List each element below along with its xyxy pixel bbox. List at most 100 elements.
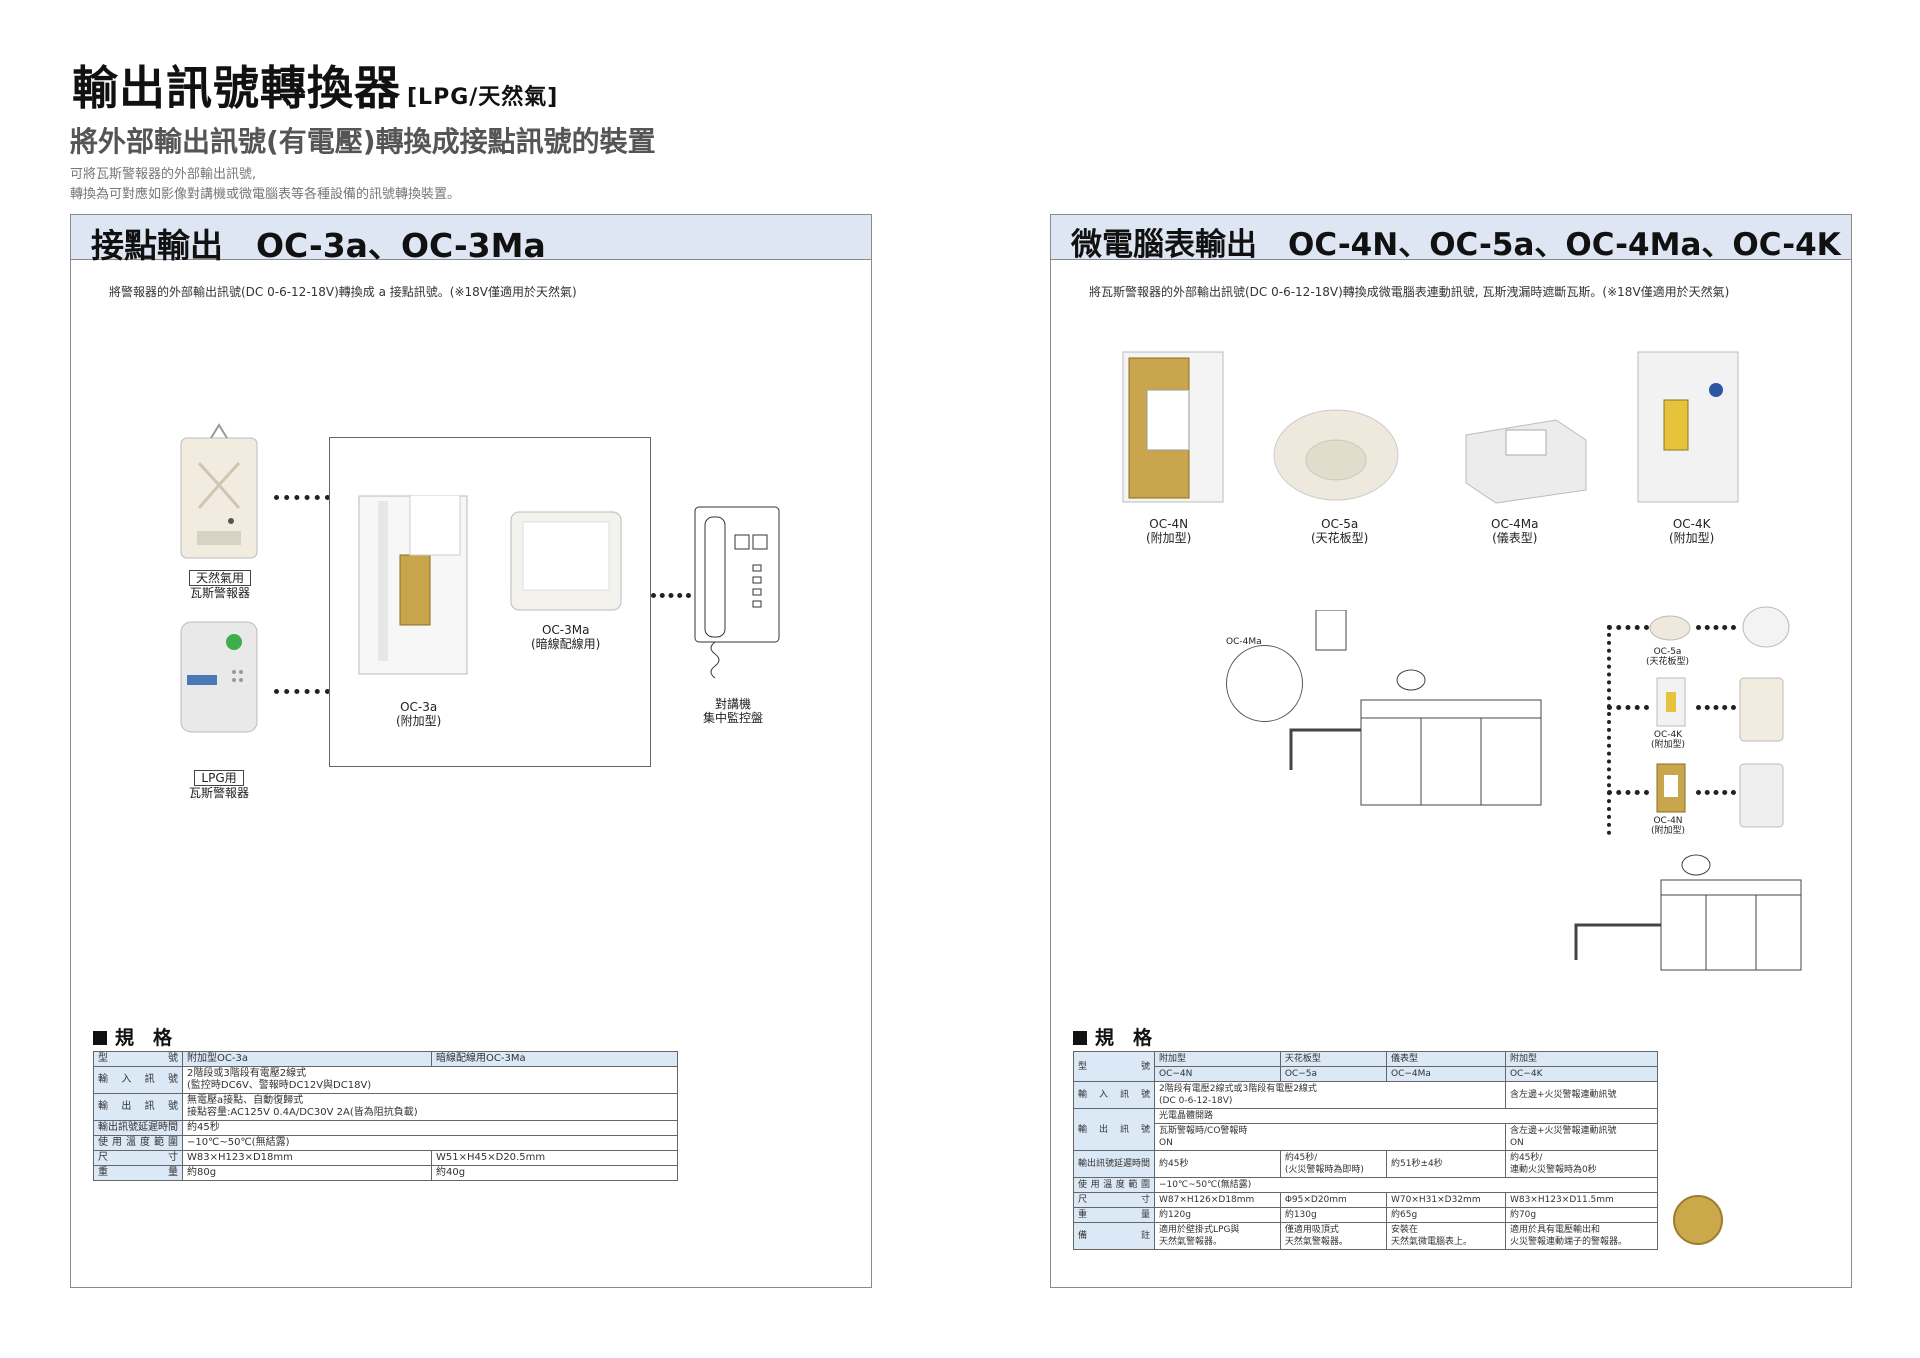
table-cell: −10℃~50℃(無結露) [1154,1177,1658,1193]
table-cell: OC−5a [1279,1066,1388,1082]
left-spec-title-text: 規 格 [115,1027,173,1049]
table-cell: 光電晶體開路 [1154,1108,1658,1124]
gas-alarm-image-1 [1739,677,1784,742]
connection-oc4n [1607,790,1649,795]
oc3a-caption: OC-3a (附加型) [396,700,441,728]
diagram-label-oc4ma: OC-4Ma [1226,637,1262,647]
connection-line-intercom [651,593,691,598]
oc4k-type: (附加型) [1669,531,1715,545]
table-cell: OC−4Ma [1386,1066,1506,1082]
page-title-text: 輸出訊號轉換器 [72,61,401,115]
page-title-tag: [LPG/天然氣] [407,85,559,110]
kitchen-diagram-2 [1574,854,1802,971]
square-bullet-icon [1073,1031,1087,1045]
table-cell: 僅適用吸頂式 天然氣警報器。 [1279,1222,1388,1250]
table-cell: 含左邊+火災警報連動訊號 ON [1504,1123,1659,1151]
table-cell: 天花板型 [1279,1051,1388,1067]
table-cell: 無電壓a接點、自動復歸式 接點容量:AC125V 0.4A/DC30V 2A(皆… [182,1093,678,1121]
table-cell: 約45秒 [1154,1150,1281,1178]
table-cell: 重 量 [1072,1207,1156,1223]
table-cell: 型 號 [1072,1051,1156,1082]
diagram-label-oc4k-type: (附加型) [1651,740,1686,750]
table-row: OC−4N OC−5a OC−4Ma OC−4K [1074,1066,1659,1082]
table-row: 重 量 約80g 約40g [93,1165,678,1181]
table-cell: W87×H126×D18mm [1154,1192,1281,1208]
table-cell: 附加型OC-3a [182,1051,432,1067]
page-subtitle: 將外部輸出訊號(有電壓)轉換成接點訊號的裝置 [70,125,656,158]
converter-frame [329,437,651,767]
table-cell: 輸入訊號 [1072,1081,1156,1109]
table-cell: 適用於壁掛式LPG與 天然氣警報器。 [1154,1222,1281,1250]
oc5a-caption: OC-5a (天花板型) [1311,517,1368,545]
table-cell: OC−4K [1504,1066,1659,1082]
oc4k-model: OC-4K [1672,517,1711,531]
table-cell: 重 量 [93,1165,183,1181]
vertical-connection-line [1607,625,1611,835]
natural-gas-alarm-caption: 天然氣用 瓦斯警報器 [189,570,252,600]
table-cell: 約45秒/ (火災警報時為即時) [1279,1150,1388,1178]
table-cell: 輸出訊號延遲時間 [93,1120,183,1136]
table-cell: 暗線配線用OC-3Ma [431,1051,678,1067]
table-cell: 約45秒/ 連動火災警報時為0秒 [1504,1150,1659,1178]
left-panel-heading: 接點輸出 OC-3a、OC-3Ma [91,226,546,265]
intro-line-1: 可將瓦斯警報器的外部輸出訊號, [70,167,257,182]
intercom-label: 對講機 [715,697,752,711]
connection-oc5a [1607,625,1649,630]
right-panel-description: 將瓦斯警報器的外部輸出訊號(DC 0-6-12-18V)轉換成微電腦表連動訊號,… [1089,285,1730,299]
connection-oc4k [1607,705,1649,710]
monitor-panel-label: 集中監控盤 [703,711,764,725]
oc4n-model: OC-4N [1149,517,1189,531]
right-panel: 微電腦表輸出 OC-4N、OC-5a、OC-4Ma、OC-4K 將瓦斯警報器的外… [1050,214,1852,1288]
natural-gas-alarm-tag: 天然氣用 [189,570,252,586]
oc4ma-callout [1226,645,1303,722]
right-spec-title: 規 格 [1073,1023,1152,1050]
left-spec-table: 型 號 附加型OC-3a 暗線配線用OC-3Ma 輸入訊號 2階段或3階段有電壓… [93,1051,678,1181]
oc3a-type: (附加型) [396,714,442,728]
lpg-alarm-image [180,621,258,733]
diagram-label-oc4k: OC-4K [1653,730,1683,740]
table-row: 備 註 適用於壁掛式LPG與 天然氣警報器。 僅適用吸頂式 天然氣警報器。 安裝… [1072,1222,1659,1250]
diagram-label-oc4n: OC-4N [1653,816,1683,826]
table-row: 輸入訊號 2階段有電壓2線式或3階段有電壓2線式 (DC 0-6-12-18V)… [1072,1081,1659,1109]
table-cell: W51×H45×D20.5mm [431,1150,678,1166]
diagram-oc5a-image [1649,615,1691,641]
lpg-alarm-label: 瓦斯警報器 [189,786,250,800]
oc4ma-caption: OC-4Ma (儀表型) [1491,517,1539,545]
table-row: 使用溫度範圍 −10℃~50℃(無結露) [1072,1177,1658,1193]
table-cell: 約65g [1386,1207,1506,1223]
left-spec-title: 規 格 [93,1023,172,1050]
diagram-label-oc5a-type: (天花板型) [1646,657,1690,667]
oc4k-caption: OC-4K (附加型) [1669,517,1714,545]
table-cell: 輸出訊號延遲時間 [1072,1150,1156,1178]
natural-gas-alarm-image [180,423,258,559]
oc4ma-type: (儀表型) [1492,531,1538,545]
diagram-oc4k-image [1656,677,1686,727]
table-cell: 瓦斯警報時/CO警報時 ON [1154,1123,1506,1151]
table-row: 重 量 約120g 約130g 約65g 約70g [1072,1207,1659,1223]
oc4ma-image [1465,419,1587,504]
table-cell: 約70g [1504,1207,1659,1223]
table-row: 尺 寸 W87×H126×D18mm Φ95×D20mm W70×H31×D32… [1072,1192,1659,1208]
table-cell: 備 註 [1072,1222,1156,1250]
oc3ma-model: OC-3Ma [541,623,590,637]
table-row: 輸出訊號延遲時間 約45秒 約45秒/ (火災警報時為即時) 約51秒±4秒 約… [1072,1150,1659,1178]
left-panel-header: 接點輸出 OC-3a、OC-3Ma [71,215,871,265]
company-logo [1673,1195,1723,1245]
left-panel: 接點輸出 OC-3a、OC-3Ma 將警報器的外部輸出訊號(DC 0-6-12-… [70,214,872,1288]
table-row: 型 號 附加型 天花板型 儀表型 附加型 [1072,1051,1659,1082]
table-cell: 2階段有電壓2線式或3階段有電壓2線式 (DC 0-6-12-18V) [1154,1081,1506,1109]
oc5a-model: OC-5a [1321,517,1359,531]
page-title: 輸出訊號轉換器[LPG/天然氣] [72,52,558,118]
oc4ma-model: OC-4Ma [1491,517,1539,531]
oc3ma-type: (暗線配線用) [531,637,601,651]
left-panel-description: 將警報器的外部輸出訊號(DC 0-6-12-18V)轉換成 a 接點訊號。(※1… [109,285,577,299]
kitchen-diagram-1 [1289,610,1542,806]
diagram-oc4n-image [1656,763,1686,813]
table-row: 瓦斯警報時/CO警報時 ON 含左邊+火災警報連動訊號 ON [1074,1123,1659,1151]
diagram-oc5a-caption: OC-5a (天花板型) [1646,647,1689,667]
connection-gas-alarm-2 [1696,790,1736,795]
table-cell: 儀表型 [1386,1051,1506,1067]
table-cell: W83×H123×D18mm [182,1150,432,1166]
diagram-oc4k-caption: OC-4K (附加型) [1651,730,1685,750]
table-row: 輸出訊號 無電壓a接點、自動復歸式 接點容量:AC125V 0.4A/DC30V… [93,1093,678,1121]
